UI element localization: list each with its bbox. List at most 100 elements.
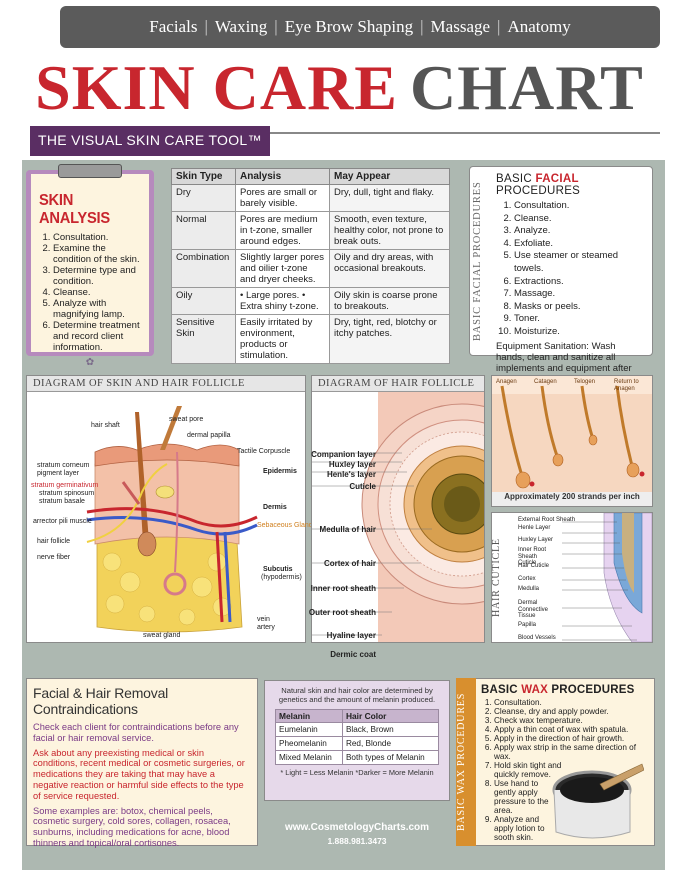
follicle-cross-section-illustration xyxy=(312,392,484,642)
table-row: Normal Pores are medium in t-zone, small… xyxy=(171,211,450,250)
label-vein: vein xyxy=(257,616,270,623)
list-item: Moisturize. xyxy=(514,326,646,339)
col-may-appear: May Appear xyxy=(329,168,450,185)
table-row: Oily • Large pores. • Extra shiny t-zone… xyxy=(171,287,450,315)
facial-side-label: BASIC FACIAL PROCEDURES xyxy=(472,181,483,341)
follicle-diagram-card: DIAGRAM OF HAIR FOLLICLE Companion layer… xyxy=(308,375,485,659)
label-huxley-layer: Huxley Layer xyxy=(518,537,554,543)
list-item: Consultation. xyxy=(494,698,650,707)
label-stratum-germinativum: stratum germinativum xyxy=(31,482,99,489)
label-hair-follicle: hair follicle xyxy=(37,538,71,545)
cell: Both types of Melanin xyxy=(341,749,440,765)
cell: Pores are medium in t-zone, smaller arou… xyxy=(235,211,330,250)
subtitle-banner: THE VISUAL SKIN CARE TOOL™ xyxy=(30,126,270,156)
hair-cuticle-illustration xyxy=(562,513,652,642)
label-henles-layer: Henle's layer xyxy=(326,470,376,479)
list-item: Exfoliate. xyxy=(514,238,646,251)
skin-diagram-title: DIAGRAM OF SKIN AND HAIR FOLLICLE xyxy=(27,376,305,392)
label-sweat-pore: sweat pore xyxy=(169,416,204,423)
flourish-icon: ✿ xyxy=(85,357,95,368)
label-cuticle: Cuticle xyxy=(349,482,376,491)
skin-cross-section-illustration xyxy=(86,406,258,633)
label-hair-cuticle: Hair Cuticle xyxy=(518,563,550,569)
skin-analysis-card: SKIN ANALYSIS Consultation. Examine the … xyxy=(31,174,149,368)
table-row: Pheomelanin Red, Blonde xyxy=(275,735,440,751)
nav-separator: | xyxy=(497,17,501,36)
table-row: Combination Slightly larger pores and oi… xyxy=(171,249,450,288)
website-link[interactable]: www.CosmetologyCharts.com xyxy=(284,822,430,833)
label-stratum-corneum: stratum corneum xyxy=(37,462,90,469)
heading-part: BASIC xyxy=(481,684,522,696)
list-item: Examine the condition of the skin. xyxy=(53,243,143,265)
wax-side-label: BASIC WAX PROCEDURES xyxy=(456,678,476,846)
hair-growth-card: Anagen Catagen Telogen Return to Anagen … xyxy=(491,375,653,507)
stage-catagen: Catagen xyxy=(534,379,557,385)
list-item: Hold skin tight and quickly remove. xyxy=(494,761,564,779)
cell: Eumelanin xyxy=(275,721,343,737)
col-hair-color: Hair Color xyxy=(341,708,440,723)
melanin-intro: Natural skin and hair color are determin… xyxy=(278,686,436,705)
skin-type-table: Skin Type Analysis May Appear Dry Pores … xyxy=(171,168,450,364)
label-hypodermis: (hypodermis) xyxy=(261,574,302,581)
wax-pot-icon xyxy=(552,763,644,839)
list-item: Extractions. xyxy=(514,276,646,289)
cell: Smooth, even texture, healthy color, not… xyxy=(329,211,450,250)
label-huxley-layer: Huxley layer xyxy=(328,460,376,469)
heading-accent: WAX xyxy=(521,684,548,696)
label-sweat-gland: sweat gland xyxy=(143,632,181,639)
table-row: Sensitive Skin Easily irritated by envir… xyxy=(171,314,450,364)
list-item: Determine type and condition. xyxy=(53,265,143,287)
table-header-row: Melanin Hair Color xyxy=(275,708,440,723)
cell: Oily xyxy=(171,287,236,315)
label-pigment-layer: pigment layer xyxy=(37,470,80,477)
table-row: Eumelanin Black, Brown xyxy=(275,721,440,737)
label-arrector-pili: arrector pili muscle xyxy=(33,518,92,525)
label-medulla: Medulla of hair xyxy=(319,525,376,534)
phone-number: 1.888.981.3473 xyxy=(327,836,387,846)
wax-steps-list: Consultation. Cleanse, dry and apply pow… xyxy=(481,698,650,842)
hair-cuticle-card: External Root Sheath Henle Layer Huxley … xyxy=(491,512,653,643)
list-item: Consultation. xyxy=(53,232,143,243)
stage-return-anagen: Return to Anagen xyxy=(614,379,639,392)
cell: Easily irritated by environment, product… xyxy=(235,314,330,364)
list-item: Cleanse, dry and apply powder. xyxy=(494,707,650,716)
label-epidermis: Epidermis xyxy=(263,468,297,475)
label-dermal-connective-tissue: Dermal Connective Tissue xyxy=(518,600,549,619)
label-cortex: Cortex xyxy=(518,576,536,582)
label-cortex: Cortex of hair xyxy=(323,559,376,568)
cell: Sensitive Skin xyxy=(171,314,236,364)
table-row: Dry Pores are small or barely visible. D… xyxy=(171,184,450,212)
skin-analysis-heading: SKIN ANALYSIS xyxy=(39,192,110,227)
title-chart: CHART xyxy=(409,52,644,123)
table-header-row: Skin Type Analysis May Appear xyxy=(171,168,450,185)
list-item: Cleanse. xyxy=(514,213,646,226)
label-outer-root-sheath: Outer root sheath xyxy=(308,608,376,617)
contraindications-intro: Check each client for contraindications … xyxy=(33,722,239,743)
list-item: Consultation. xyxy=(514,200,646,213)
list-item: Cleanse. xyxy=(53,287,143,298)
contraindications-detail: Ask about any preexisting medical or ski… xyxy=(33,747,245,801)
cell: Dry xyxy=(171,184,236,212)
cell: Slightly larger pores and oilier t-zone … xyxy=(235,249,330,288)
col-melanin: Melanin xyxy=(275,708,343,723)
label-companion-layer: Companion layer xyxy=(311,450,376,459)
melanin-footnote: * Light = Less Melanin *Darker = More Me… xyxy=(280,767,434,777)
cell: Pores are small or barely visible. xyxy=(235,184,330,212)
facial-procedures-card: BASIC FACIAL PROCEDURES Consultation. Cl… xyxy=(469,166,653,385)
list-item: Determine treatment and record client in… xyxy=(53,320,143,353)
label-hyaline-layer: Hyaline layer xyxy=(326,631,376,640)
cell: Black, Brown xyxy=(341,721,440,737)
label-medulla: Medulla xyxy=(518,586,540,592)
banner-divider xyxy=(270,132,660,134)
follicle-diagram-title: DIAGRAM OF HAIR FOLLICLE xyxy=(312,376,484,392)
nav-separator: | xyxy=(420,17,424,36)
label-subcutis: Subcutis xyxy=(263,566,293,573)
list-item: Massage. xyxy=(514,288,646,301)
nav-item-waxing: Waxing xyxy=(214,17,268,36)
stage-anagen: Anagen xyxy=(496,379,517,385)
list-item: Analyze with magnifying lamp. xyxy=(53,298,143,320)
growth-caption: Approximately 200 strands per inch xyxy=(492,492,652,506)
heading-accent: FACIAL xyxy=(535,173,579,185)
cell: Normal xyxy=(171,211,236,250)
